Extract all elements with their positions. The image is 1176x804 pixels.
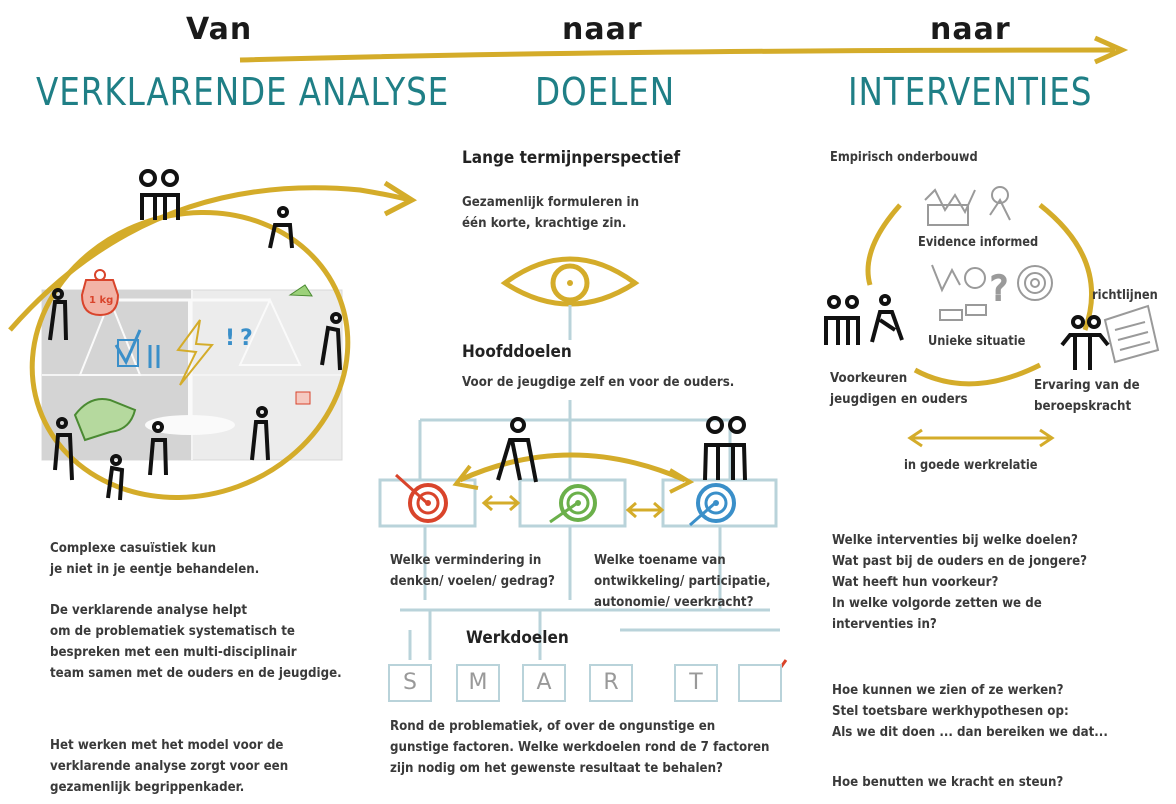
unieke-label: Unieke situatie (928, 334, 1026, 349)
evidence-arc-left (865, 203, 902, 286)
svg-text:!: ! (225, 326, 235, 351)
naar-label-2: naar (930, 12, 1011, 47)
richtlijnen-icon (1103, 304, 1160, 364)
empirisch-label: Empirisch onderbouwd (830, 150, 978, 165)
eye-icon (500, 256, 640, 307)
col1-title: VERKLARENDE ANALYSE (36, 70, 450, 114)
smart-box-s: S (388, 664, 432, 702)
smart-box-r: R (589, 664, 633, 702)
right-questions-2: Hoe kunnen we zien of ze werken?Stel toe… (832, 682, 1108, 740)
richtlijnen-label: richtlijnen (1092, 288, 1158, 303)
people-figures-middle (496, 416, 747, 483)
target-red-icon (394, 473, 448, 523)
weight-icon (80, 279, 120, 317)
svg-text:?: ? (240, 326, 253, 351)
lightning-icon (176, 319, 214, 386)
goal-tree-lines (378, 305, 780, 660)
naar-label-1: naar (562, 12, 643, 47)
check-icon-left (114, 329, 142, 366)
top-arrow-line (239, 47, 1116, 63)
werkrelatie-label: in goede werkrelatie (904, 458, 1038, 473)
handshake-icon (73, 398, 137, 442)
col3-title: INTERVENTIES (848, 70, 1093, 114)
smart-box-m: M (456, 664, 500, 702)
hoofddoelen-text: Voor de jeugdige zelf en voor de ouders. (462, 374, 735, 390)
evidence-label: Evidence informed (918, 235, 1039, 250)
target-blue-icon (689, 483, 736, 527)
right-question-3: Hoe benutten we kracht en steun? (832, 774, 1064, 790)
analysis-ellipse (29, 210, 351, 500)
weight-label: 1 kg (89, 295, 114, 306)
top-arrow-head (1093, 35, 1129, 65)
hoofddoelen-title: Hoofddoelen (462, 342, 572, 362)
analysis-arrow (8, 185, 411, 332)
target-green-icon (549, 484, 597, 524)
evidence-icons: ? (924, 186, 1053, 321)
hoofd-arc (458, 452, 686, 483)
smart-box-t: T (674, 664, 718, 702)
people-figures-left (48, 169, 342, 501)
col2-title: DOELEN (535, 70, 676, 114)
smart-box-check (738, 664, 782, 702)
right-questions-1: Welke interventies bij welke doelen?Wat … (832, 532, 1088, 632)
werkdoelen-title: Werkdoelen (466, 628, 569, 648)
evidence-arc-bottom (913, 362, 1042, 387)
double-arrows-middle (481, 494, 665, 519)
smart-box-a: A (522, 664, 566, 702)
people-figures-right (824, 294, 1110, 370)
werkdoelen-text: Rond de problematiek, of over de ongunst… (390, 718, 770, 776)
svg-text:?: ? (990, 269, 1008, 309)
van-label: Van (186, 12, 253, 47)
evidence-arc-right (1038, 203, 1094, 331)
lange-termijn-title: Lange termijnperspectief (462, 148, 681, 168)
